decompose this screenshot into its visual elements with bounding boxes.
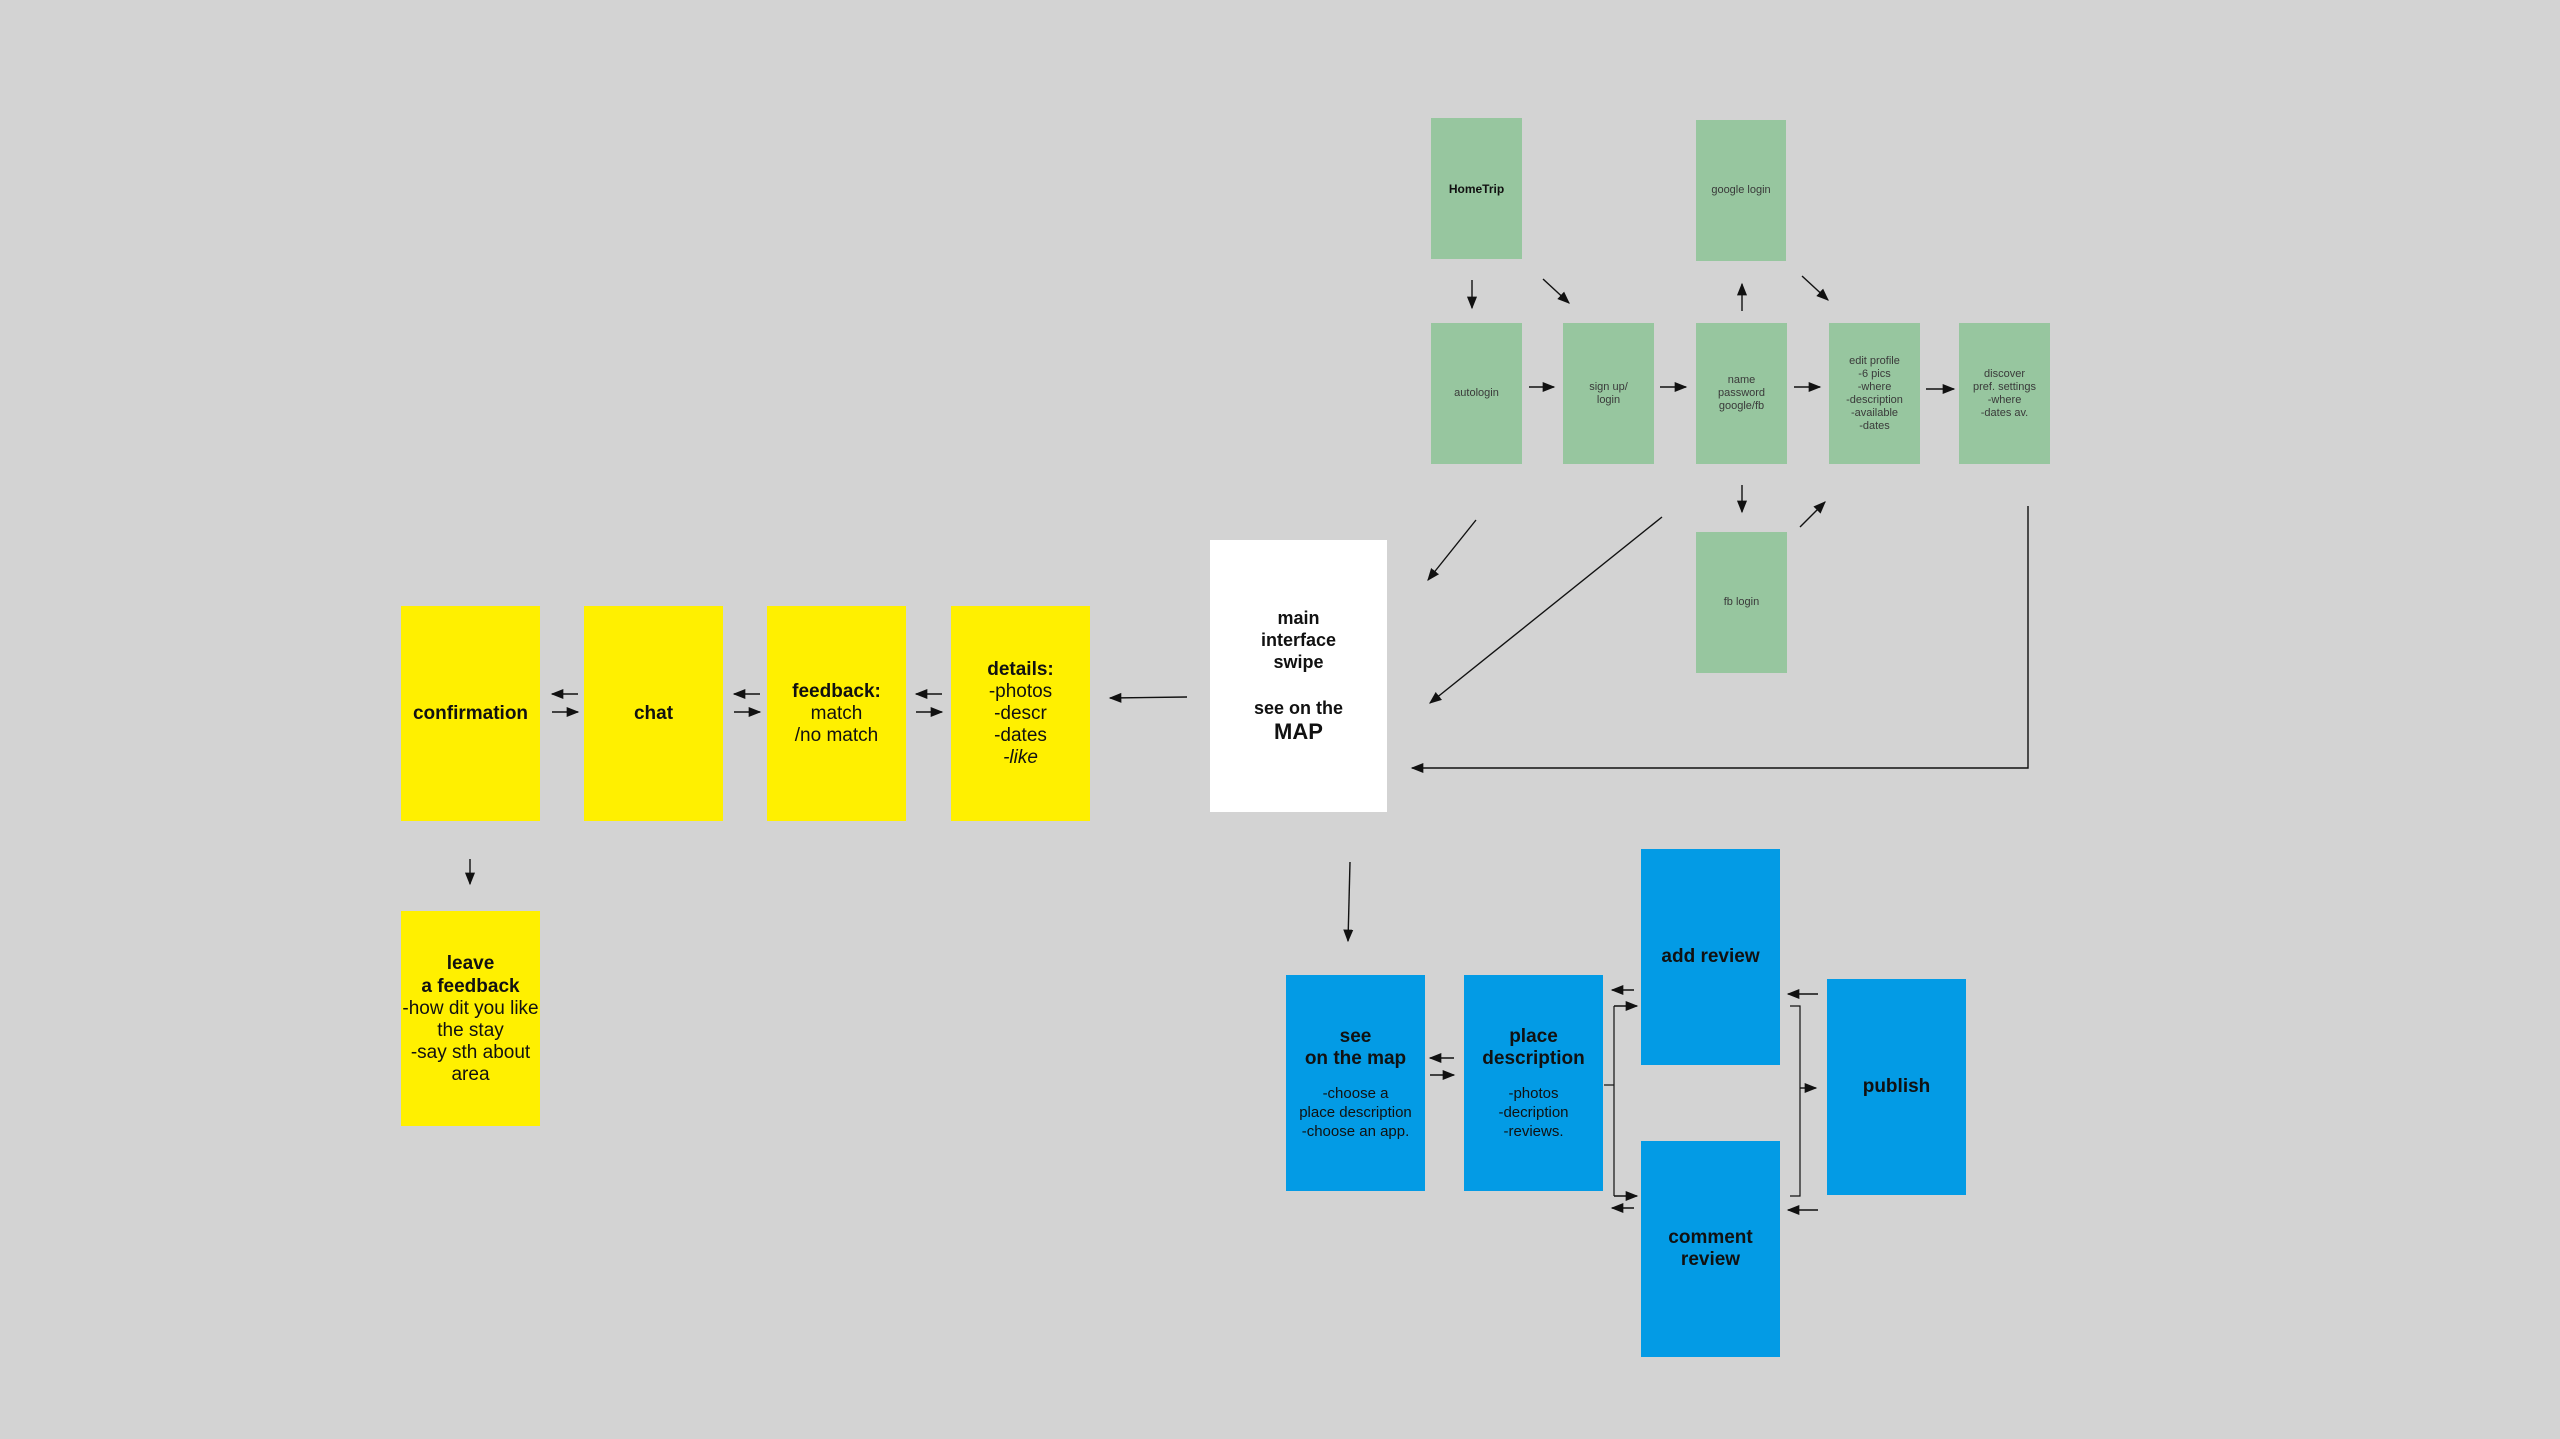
node-title-line: a feedback [421, 975, 520, 997]
node-line: the stay [437, 1019, 504, 1041]
node-line: -dates [1859, 419, 1890, 432]
node-add-review[interactable]: add review [1641, 849, 1780, 1065]
node-title: confirmation [412, 703, 529, 724]
node-line: google login [1711, 184, 1771, 196]
node-confirmation[interactable]: confirmation [401, 606, 540, 821]
arrow-main-details [1108, 692, 1188, 703]
node-line: google/fb [1718, 400, 1765, 412]
node-details[interactable]: details: -photos -descr -dates -like [951, 606, 1090, 821]
node-line: match [810, 703, 863, 724]
node-title-line: leave [446, 952, 495, 974]
node-place-description[interactable]: place description -photos -decription -r… [1464, 975, 1603, 1191]
arrow-name-main [1429, 516, 1663, 704]
node-title-line: main [1277, 608, 1320, 628]
node-title-line: review [1680, 1249, 1741, 1270]
node-title-line: see [1339, 1025, 1372, 1047]
node-line: -dates [994, 725, 1047, 746]
node-name-password[interactable]: name password google/fb [1696, 323, 1787, 464]
node-discover[interactable]: discover pref. settings -where -dates av… [1959, 323, 2050, 464]
node-line: -descr [994, 703, 1047, 724]
node-feedback[interactable]: feedback: match /no match [767, 606, 906, 821]
node-line: -choose a [1322, 1084, 1389, 1102]
node-title: add review [1661, 946, 1760, 967]
node-title: feedback: [792, 681, 881, 702]
node-title-line: swipe [1273, 652, 1324, 672]
node-line: pref. settings [1973, 380, 2036, 393]
node-line: discover [1984, 367, 2025, 380]
node-line: -6 pics [1858, 367, 1891, 380]
node-title-line: interface [1260, 630, 1337, 650]
arrow-google-edit [1801, 275, 1829, 301]
node-line: place description [1299, 1103, 1412, 1121]
node-see-on-map[interactable]: see on the map -choose a place descripti… [1286, 975, 1425, 1191]
node-google-login[interactable]: google login [1696, 120, 1786, 261]
node-line: -photos [988, 681, 1053, 702]
node-line: -say sth about [410, 1041, 531, 1063]
node-line: -available [1850, 406, 1899, 419]
arrow-fb-edit [1799, 501, 1826, 528]
node-hometrip[interactable]: HomeTrip [1431, 118, 1522, 259]
node-main-interface[interactable]: main interface swipe see on the MAP [1210, 540, 1387, 812]
node-line: -reviews. [1503, 1122, 1564, 1140]
node-title-line: description [1482, 1047, 1585, 1069]
node-big: MAP [1274, 719, 1323, 744]
node-fb-login[interactable]: fb login [1696, 532, 1787, 673]
node-leave-feedback[interactable]: leave a feedback -how dit you like the s… [401, 911, 540, 1126]
node-comment-review[interactable]: comment review [1641, 1141, 1780, 1357]
arrow-hometrip-signup [1542, 278, 1570, 304]
node-line: -dates av. [1980, 406, 2029, 419]
arrow-autologin-main [1427, 519, 1477, 581]
bracket-reviews-publish [1790, 1005, 1801, 1197]
node-sub: see on the [1253, 698, 1344, 718]
node-line: -how dit you like [402, 997, 539, 1019]
node-title: chat [633, 703, 674, 724]
node-title-line: place [1509, 1025, 1558, 1047]
node-title-line: on the map [1304, 1047, 1407, 1069]
node-italic: -like [1003, 747, 1038, 768]
node-line: edit profile [1849, 354, 1900, 367]
node-line: -where [1987, 393, 2022, 406]
node-signup-login[interactable]: sign up/ login [1563, 323, 1654, 464]
node-line: sign up/ [1589, 380, 1628, 393]
node-line: -choose an app. [1301, 1122, 1410, 1140]
node-title: publish [1862, 1076, 1931, 1097]
node-title: details: [987, 659, 1054, 680]
node-line: /no match [794, 725, 879, 746]
node-line: password [1717, 387, 1766, 399]
node-autologin[interactable]: autologin [1431, 323, 1522, 464]
node-line: -decription [1498, 1103, 1569, 1121]
node-line: login [1596, 393, 1621, 406]
node-line: autologin [1454, 387, 1499, 399]
node-line: -where [1857, 380, 1892, 393]
node-publish[interactable]: publish [1827, 979, 1966, 1195]
node-line: fb login [1723, 596, 1760, 608]
node-line: -description [1846, 393, 1903, 406]
node-title: HomeTrip [1448, 181, 1505, 196]
node-line: name [1727, 374, 1756, 386]
node-line: area [451, 1063, 490, 1085]
node-edit-profile[interactable]: edit profile -6 pics -where -description… [1829, 323, 1920, 464]
node-title-line: comment [1668, 1227, 1753, 1248]
node-line: -photos [1508, 1084, 1559, 1102]
node-chat[interactable]: chat [584, 606, 723, 821]
arrow-main-seemap [1343, 861, 1354, 943]
